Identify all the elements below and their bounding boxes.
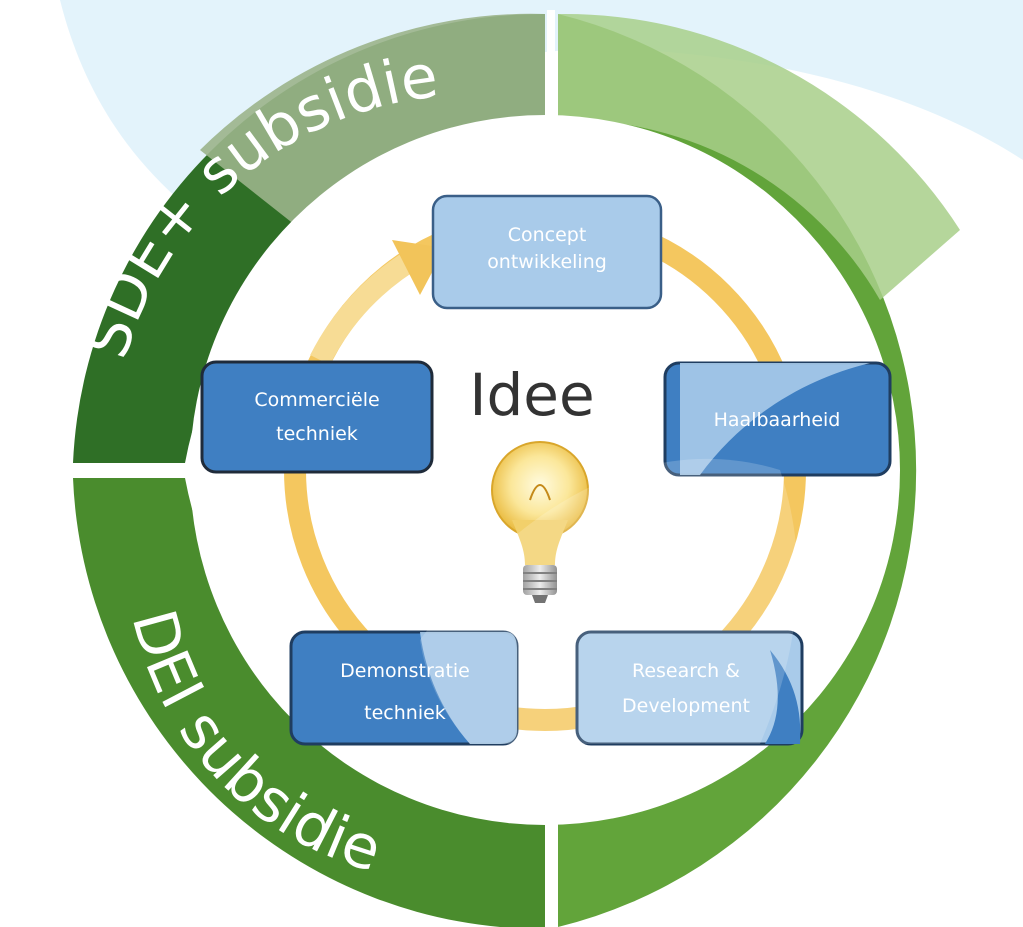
ring-segment-mit bbox=[558, 14, 917, 927]
overlay-sweep bbox=[420, 458, 798, 744]
stage-commercieel-line1: Commerciële bbox=[254, 389, 379, 411]
stage-research-line1: Research & bbox=[632, 660, 740, 682]
stage-concept-line1: Concept bbox=[508, 224, 587, 246]
stage-commercieel-line2: techniek bbox=[276, 423, 358, 445]
stage-research-line2: Development bbox=[622, 695, 750, 717]
stage-demonstratie-line1: Demonstratie bbox=[340, 660, 470, 682]
stage-concept: Concept ontwikkeling bbox=[431, 194, 663, 310]
stage-demonstratie-line2: techniek bbox=[364, 702, 446, 724]
lightbulb-icon bbox=[491, 441, 589, 603]
ring-segment-dei bbox=[73, 478, 545, 927]
ring-segment-mit-highlight bbox=[558, 13, 960, 300]
center-label: Idee bbox=[469, 361, 594, 429]
stage-demonstratie: Demonstratie techniek bbox=[289, 630, 519, 746]
stage-commercieel: Commerciële techniek bbox=[200, 360, 434, 474]
stage-haalbaarheid: Haalbaarheid bbox=[663, 361, 892, 477]
background-shape bbox=[60, 0, 1023, 205]
ring-segment-sde-highlight bbox=[200, 13, 545, 225]
stage-research: Research & Development bbox=[575, 630, 804, 746]
stage-concept-line2: ontwikkeling bbox=[487, 251, 607, 273]
ring-label-mit: MIT subsidie bbox=[908, 276, 1023, 667]
stage-haalbaarheid-line1: Haalbaarheid bbox=[714, 409, 841, 431]
